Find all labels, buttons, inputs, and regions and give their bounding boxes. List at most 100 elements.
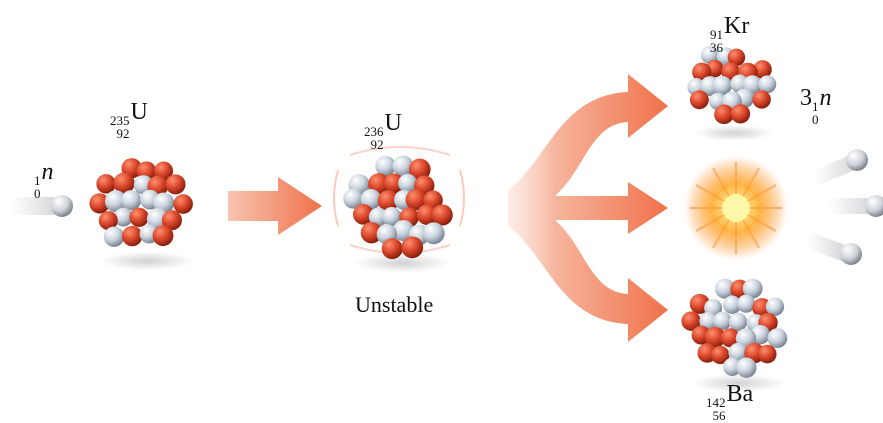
vibration-mark (459, 169, 465, 227)
proton (383, 173, 405, 194)
proton (352, 204, 374, 225)
atomic-number: 0 (34, 186, 41, 201)
mass-number: 235 (110, 113, 130, 128)
nucleon-neutron (392, 155, 414, 177)
nucleon-neutron (737, 294, 756, 313)
proton (689, 90, 709, 110)
proton (704, 326, 726, 348)
nucleon-neutron (765, 297, 785, 316)
proton (360, 221, 383, 244)
proton (714, 104, 734, 125)
atomic-number: 92 (116, 126, 130, 141)
flash-core (722, 194, 750, 222)
atomic-number: 36 (710, 40, 723, 55)
vibration-mark (349, 146, 451, 156)
nucleus-shadow (100, 251, 194, 271)
outgoing-neutrons (806, 149, 883, 265)
mass-number: 1 (812, 99, 819, 114)
nucleus-shadow (694, 125, 774, 141)
nucleon-neutron (700, 45, 720, 64)
nucleon-neutron (758, 75, 777, 94)
proton (121, 225, 143, 247)
mass-number: 142 (706, 395, 726, 410)
mass-number: 91 (710, 27, 723, 42)
mass-number: 236 (364, 124, 384, 139)
outgoing-neutron (828, 195, 883, 217)
nucleon-neutron (728, 342, 748, 363)
atomic-number: 92 (370, 137, 384, 152)
proton (681, 311, 701, 331)
atomic-number: 0 (812, 112, 819, 127)
nucleon-neutron (382, 206, 402, 227)
element-symbol: U (384, 110, 402, 136)
proton (161, 210, 182, 231)
outgoing-neutron (812, 149, 868, 186)
nucleon-neutron (722, 295, 742, 314)
proton (113, 172, 135, 194)
nucleon-neutron (728, 312, 748, 332)
proton (401, 236, 424, 259)
reaction-arrow (228, 177, 322, 235)
nucleon-neutron (103, 226, 125, 247)
proton (730, 104, 751, 124)
incoming-neutron (10, 195, 73, 217)
proton (753, 60, 772, 79)
nucleon-neutron (714, 278, 735, 299)
ba142-nucleus (681, 278, 788, 393)
fork-arrow (508, 74, 668, 342)
element-symbol: Kr (724, 13, 750, 39)
u235-nucleus (89, 158, 194, 271)
proton (757, 344, 777, 364)
nucleon-neutron (368, 207, 388, 227)
proton (408, 158, 431, 181)
proton (89, 193, 110, 214)
nucleon-neutron (713, 311, 732, 331)
mass-number: 1 (34, 173, 41, 188)
proton (711, 345, 730, 365)
unstable-caption: Unstable (355, 292, 434, 317)
nucleon-neutron (343, 188, 364, 209)
nucleus-shadow (353, 253, 451, 273)
nucleus-shadow (692, 373, 786, 393)
nucleon-neutron (422, 222, 445, 245)
energy-flash (684, 156, 788, 260)
nucleon-neutron (767, 328, 788, 349)
vibration-mark (333, 169, 339, 227)
nucleon-neutron (121, 190, 142, 211)
proton (165, 174, 186, 195)
proton (96, 174, 116, 194)
nucleon-neutron (712, 75, 732, 96)
outgoing-neutron (806, 232, 862, 265)
proton (431, 204, 453, 226)
proton (416, 204, 438, 225)
nucleon-neutron (723, 357, 742, 376)
nucleon-neutron (113, 207, 133, 227)
proton (129, 207, 149, 227)
proton (720, 328, 740, 348)
proton (752, 90, 771, 109)
proton (173, 194, 193, 214)
coefficient: 3 (800, 85, 812, 111)
nucleon-neutron (398, 173, 418, 193)
proton (381, 238, 403, 260)
nucleon-neutron (375, 155, 396, 177)
nucleon-neutron (104, 190, 127, 213)
nucleon-neutron (736, 357, 757, 378)
nucleon-neutron (742, 278, 763, 299)
u236-nucleus (333, 146, 465, 273)
element-symbol: Ba (726, 381, 754, 407)
proton (98, 211, 118, 231)
atomic-number: 56 (712, 408, 726, 423)
proton (377, 190, 399, 212)
proton (405, 188, 427, 211)
proton (152, 225, 174, 247)
element-symbol: n (41, 159, 54, 185)
kr91-nucleus (687, 45, 777, 141)
